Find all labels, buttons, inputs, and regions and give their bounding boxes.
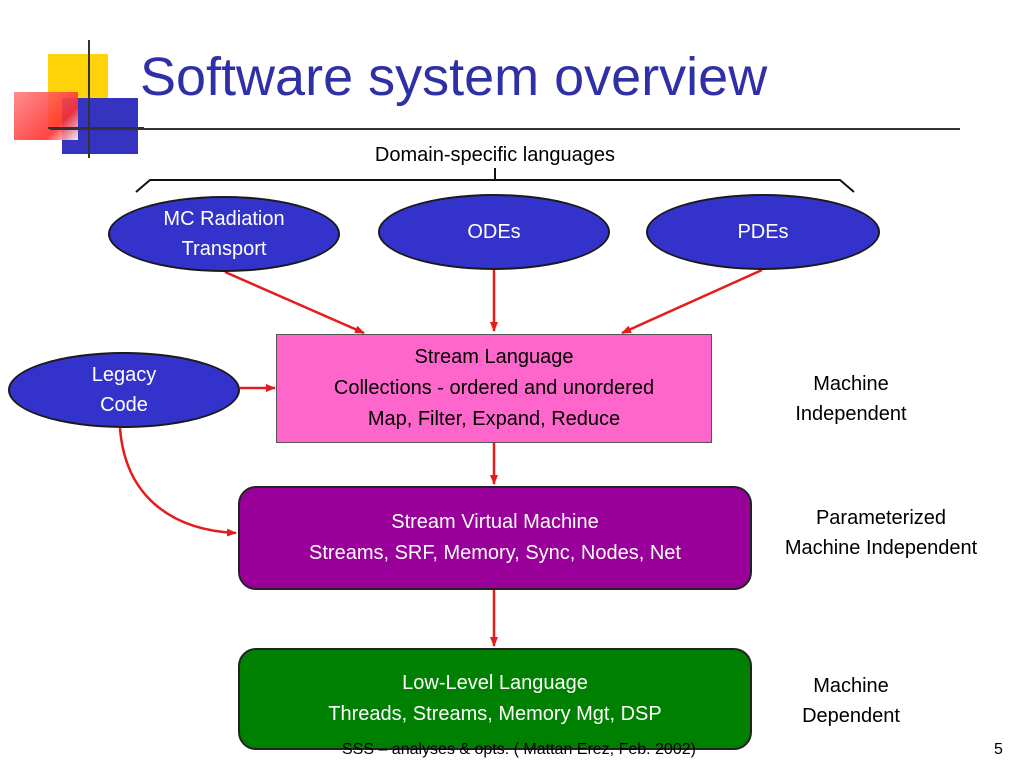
side-label-machine-independent: Machine Independent [766,369,936,429]
oval-legacy-line2: Code [100,394,148,416]
side-mi-line1: Machine [813,373,889,395]
slide-footer: SSS – analyses & opts. ( Mattan Erez, Fe… [342,741,696,758]
oval-mc-line2: Transport [181,238,267,260]
stream-language-line3: Map, Filter, Expand, Reduce [367,408,621,430]
domain-brace [135,168,855,193]
brace-label: Domain-specific languages [374,144,616,166]
low-level-line2: Threads, Streams, Memory Mgt, DSP [328,703,662,725]
slide-title: Software system overview [140,47,768,107]
decor-red-square [14,92,78,140]
oval-legacy-line1: Legacy [91,364,157,386]
side-label-machine-dependent: Machine Dependent [776,671,926,731]
side-mi-line2: Independent [795,403,907,425]
stream-vm-title: Stream Virtual Machine [391,511,599,533]
oval-odes: ODEs [378,194,610,270]
arrow-legacy-to-vm [118,427,237,537]
arrow-mc-to-stream-language [224,270,365,335]
oval-pdes: PDEs [646,194,880,270]
stream-language-line2: Collections - ordered and unordered [333,377,655,399]
page-number: 5 [994,741,1003,758]
arrow-pdes-to-stream-language [621,268,763,335]
side-pmi-line2: Machine Independent [784,537,978,559]
stream-language-title: Stream Language [414,346,574,368]
stream-virtual-machine-box: Stream Virtual Machine Streams, SRF, Mem… [238,486,752,590]
oval-legacy-code: Legacy Code [8,352,240,428]
stream-vm-line2: Streams, SRF, Memory, Sync, Nodes, Net [309,542,681,564]
oval-odes-label: ODEs [467,221,521,243]
side-md-line2: Dependent [802,705,900,727]
stream-language-box: Stream Language Collections - ordered an… [276,334,712,443]
oval-pdes-label: PDEs [737,221,789,243]
low-level-title: Low-Level Language [402,672,588,694]
title-underline [50,128,960,130]
low-level-language-box: Low-Level Language Threads, Streams, Mem… [238,648,752,750]
side-pmi-line1: Parameterized [815,507,947,529]
oval-mc-radiation-transport: MC Radiation Transport [108,196,340,272]
side-label-parameterized: Parameterized Machine Independent [756,503,1006,563]
decor-vertical-line [88,40,90,158]
oval-mc-line1: MC Radiation [163,208,285,230]
side-md-line1: Machine [813,675,889,697]
